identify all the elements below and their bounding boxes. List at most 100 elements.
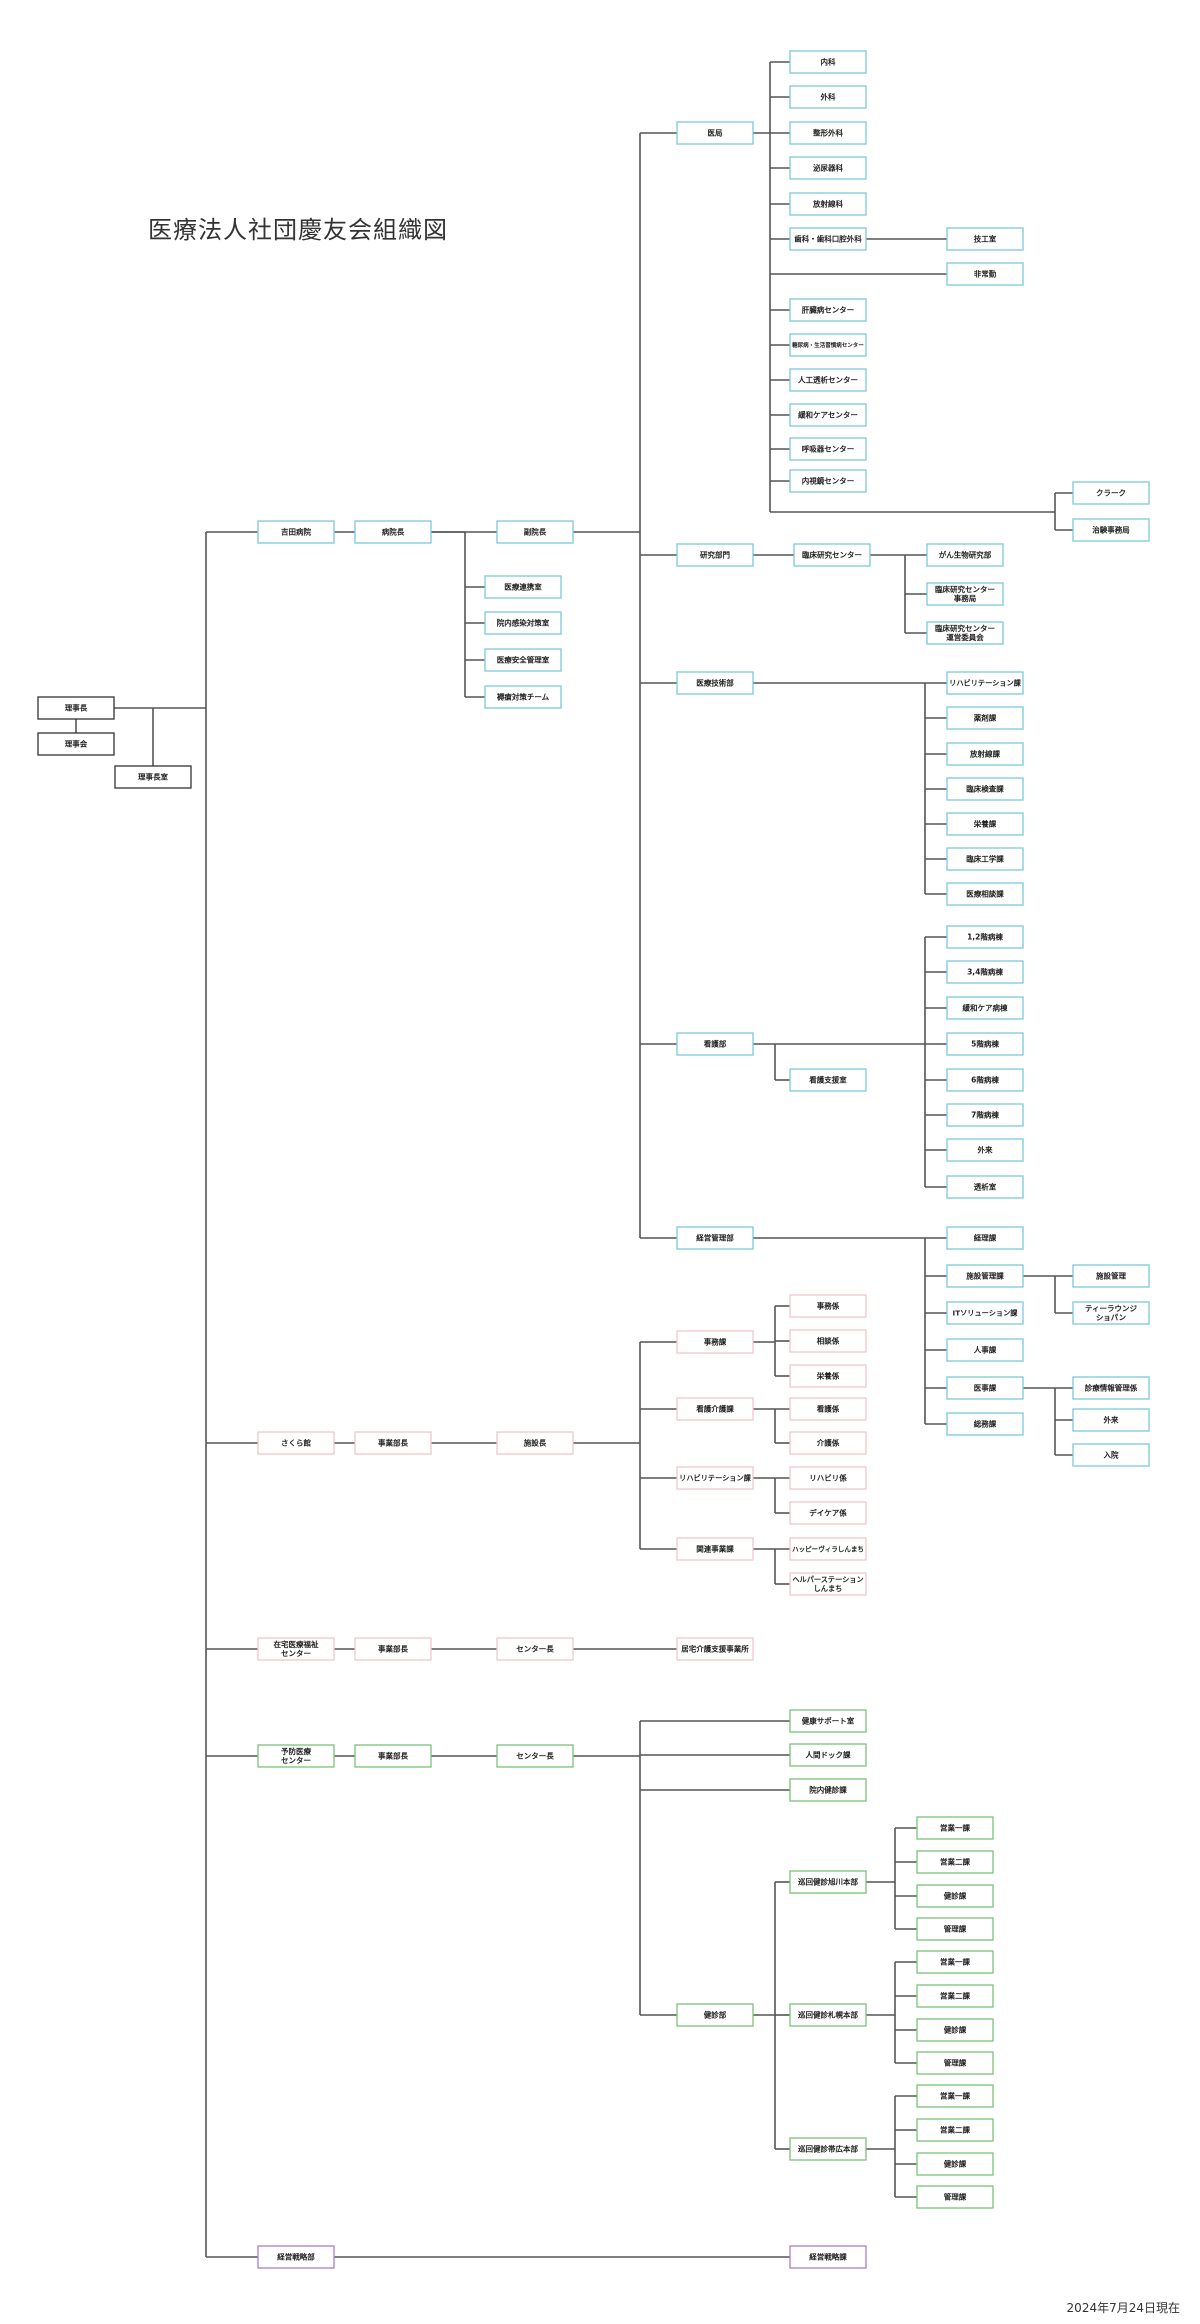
node-label: 5階病棟 xyxy=(971,1039,999,1049)
node-ward7: 7階病棟 xyxy=(946,1103,1024,1127)
node-label: 病院長 xyxy=(382,527,405,537)
node-chikenjimu: 治験事務局 xyxy=(1072,518,1150,542)
node-s3: 健診課 xyxy=(916,2018,994,2042)
node-label: デイケア係 xyxy=(809,1508,847,1518)
node-box xyxy=(789,2245,867,2269)
node-label: 肝臓病センター xyxy=(802,305,855,315)
node-box xyxy=(793,543,871,567)
node-box xyxy=(916,1917,994,1941)
node-o1: 営業一課 xyxy=(916,2084,994,2108)
node-box xyxy=(676,1466,754,1490)
node-box xyxy=(789,1501,867,1525)
node-innaikenshin: 院内健診課 xyxy=(789,1778,867,1802)
node-jinkotoseki: 人工透析センター xyxy=(789,368,867,392)
node-label: 副院長 xyxy=(524,527,547,537)
node-label: 人間ドック課 xyxy=(806,1750,851,1760)
node-somu: 総務課 xyxy=(946,1412,1024,1436)
node-label: 総務課 xyxy=(974,1419,997,1429)
node-iryoanzen: 医療安全管理室 xyxy=(484,648,562,672)
node-box xyxy=(789,227,867,251)
node-label: 営業一課 xyxy=(940,2091,970,2101)
node-label: 健診課 xyxy=(944,1891,967,1901)
date-label: 2024年7月24日現在 xyxy=(1066,2301,1180,2315)
node-kokyuki: 呼吸器センター xyxy=(789,437,867,461)
node-box xyxy=(789,1466,867,1490)
node-box xyxy=(789,298,867,322)
node-box xyxy=(1072,518,1150,542)
node-label: 営業一課 xyxy=(940,1823,970,1833)
node-label: 歯科・歯科口腔外科 xyxy=(794,234,862,244)
node-label: がん生物研究部 xyxy=(939,550,992,560)
node-label: 外来 xyxy=(1104,1415,1120,1425)
node-kanzobyo: 肝臓病センター xyxy=(789,298,867,322)
node-box xyxy=(484,685,562,709)
node-kanwacare: 緩和ケアセンター xyxy=(789,403,867,427)
node-ward5: 5階病棟 xyxy=(946,1032,1024,1056)
node-box xyxy=(916,2118,994,2142)
node-tosekishitsu: 透析室 xyxy=(946,1175,1024,1199)
page-title: 医療法人社団慶友会組織図 xyxy=(148,216,448,244)
node-box xyxy=(946,706,1024,730)
node-box xyxy=(916,2084,994,2108)
node-label: 研究部門 xyxy=(700,550,730,560)
node-shisetsucho: 施設長 xyxy=(496,1431,574,1455)
node-label: 事務局 xyxy=(954,593,977,603)
node-box xyxy=(946,812,1024,836)
node-box xyxy=(946,262,1024,286)
node-label: 施設管理 xyxy=(1096,1271,1126,1281)
node-label: 営業二課 xyxy=(940,2125,970,2135)
node-kenkyu: 研究部門 xyxy=(676,543,754,567)
node-box xyxy=(946,1264,1024,1288)
node-label: 外来 xyxy=(978,1145,993,1155)
node-label: 非常勤 xyxy=(974,269,997,279)
node-rinshokensa: 臨床検査課 xyxy=(946,777,1024,801)
node-label: 泌尿器科 xyxy=(813,163,843,173)
node-shika: 歯科・歯科口腔外科 xyxy=(789,227,867,251)
node-box xyxy=(496,1431,574,1455)
node-label: クラーク xyxy=(1096,488,1126,498)
node-rehagakari: リハビリ係 xyxy=(789,1466,867,1490)
node-box xyxy=(789,2137,867,2161)
node-box xyxy=(114,765,192,789)
node-label: 医療技術部 xyxy=(696,678,734,688)
node-label: 関連事業課 xyxy=(696,1544,734,1554)
node-label: 透析室 xyxy=(974,1182,997,1192)
node-label: リハビリ係 xyxy=(809,1473,847,1483)
node-label: ITソリューション課 xyxy=(953,1309,1019,1318)
node-box xyxy=(946,1301,1024,1325)
node-box xyxy=(789,192,867,216)
node-label: センター長 xyxy=(516,1751,554,1761)
node-label: 医療安全管理室 xyxy=(497,655,550,665)
node-kenko: 健康サポート室 xyxy=(789,1709,867,1733)
node-label: 臨床検査課 xyxy=(966,784,1004,794)
node-box xyxy=(496,1637,574,1661)
node-label: 臨床研究センター xyxy=(802,550,862,560)
node-rijikai: 理事会 xyxy=(37,732,115,756)
node-box xyxy=(354,520,432,544)
node-clerk: クラーク xyxy=(1072,481,1150,505)
node-label: センター xyxy=(281,1755,311,1765)
node-kanwaward: 緩和ケア病棟 xyxy=(946,996,1024,1020)
node-jigyobu1: 事業部長 xyxy=(354,1431,432,1455)
node-ward34: 3,4階病棟 xyxy=(946,960,1024,984)
node-gikoshitsu: 技工室 xyxy=(946,227,1024,251)
node-box xyxy=(496,520,574,544)
node-box xyxy=(789,1294,867,1318)
node-shisetsu: 施設管理課 xyxy=(946,1264,1024,1288)
node-box xyxy=(37,696,115,720)
node-label: さくら館 xyxy=(281,1438,311,1448)
node-box xyxy=(789,121,867,145)
node-label: 相談係 xyxy=(817,1336,840,1346)
node-label: 内科 xyxy=(821,57,836,67)
node-label: 看護係 xyxy=(816,1404,840,1414)
node-box xyxy=(946,1032,1024,1056)
node-label: 医療相談課 xyxy=(966,889,1004,899)
node-label: 放射線課 xyxy=(969,749,1000,759)
node-senryaku: 経営戦略部 xyxy=(257,2245,335,2269)
node-label: 呼吸器センター xyxy=(802,444,855,454)
node-jokusotaisaku: 褥瘡対策チーム xyxy=(484,685,562,709)
node-label: 人工透析センター xyxy=(798,375,858,385)
